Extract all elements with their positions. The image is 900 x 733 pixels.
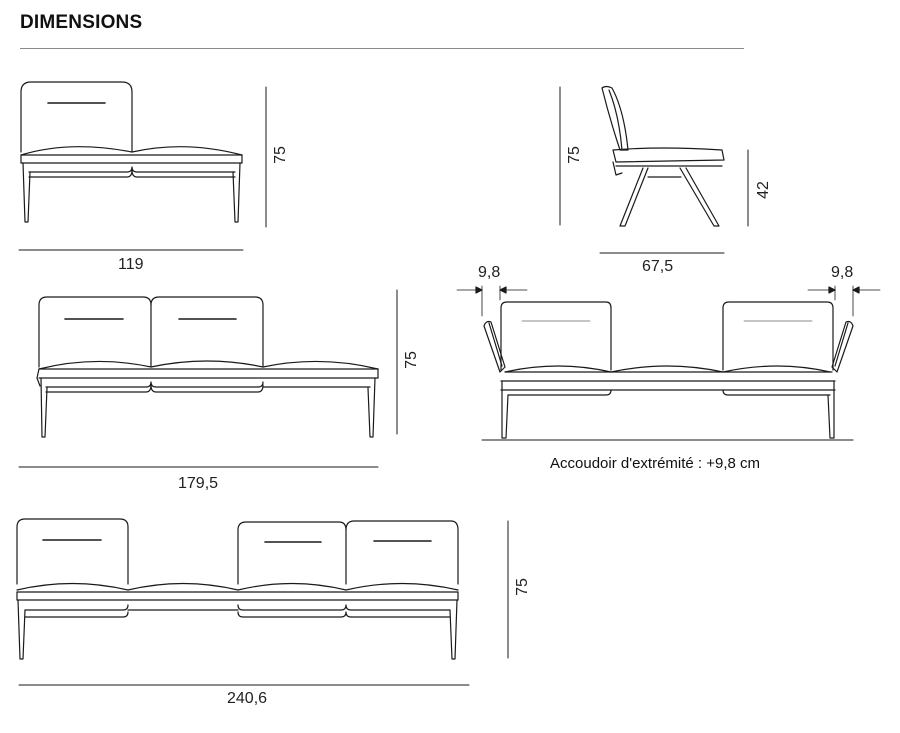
height-label-75-a: 75 — [271, 146, 289, 164]
right-armrest-label: 9,8 — [831, 264, 854, 281]
bench-4-seat-drawing — [17, 519, 508, 685]
bench-2-seat-drawing — [19, 82, 266, 250]
side-view-drawing — [560, 87, 748, 254]
height-label-75-c: 75 — [513, 578, 531, 596]
height-label-75-b: 75 — [402, 351, 420, 369]
bench-3-seat-drawing — [19, 290, 397, 467]
armrest-note: Accoudoir d'extrémité : +9,8 cm — [550, 455, 761, 472]
bench-armrest-drawing — [457, 286, 880, 440]
title-divider — [20, 48, 744, 49]
width-label-240-6: 240,6 — [227, 690, 268, 707]
seat-height-label-42: 42 — [754, 181, 772, 199]
width-label-179-5: 179,5 — [178, 475, 219, 492]
depth-label-67-5: 67,5 — [642, 258, 674, 275]
width-label-119: 119 — [118, 256, 144, 273]
height-label-75-side: 75 — [565, 146, 583, 164]
page-title: DIMENSIONS — [20, 12, 143, 33]
left-armrest-label: 9,8 — [478, 264, 501, 281]
